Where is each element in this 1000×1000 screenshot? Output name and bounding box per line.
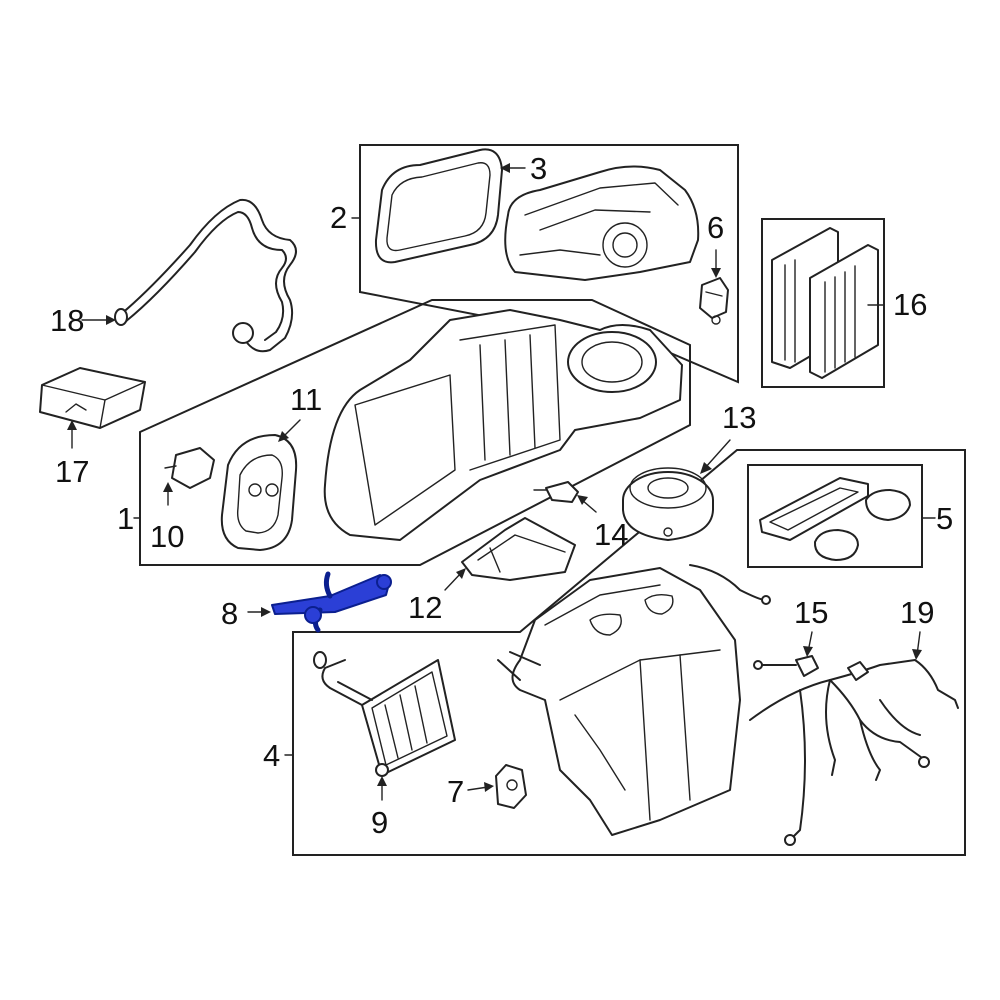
group-frame-5 (747, 464, 923, 568)
rear-housing-part-1[interactable] (323, 309, 683, 541)
callout-12: 12 (408, 590, 442, 625)
hose-part-18[interactable] (114, 198, 297, 353)
heater-core-part-9[interactable] (313, 651, 456, 777)
group-frame-2 (359, 144, 739, 384)
filters-part-16[interactable] (771, 227, 879, 379)
gaskets-part-5[interactable] (759, 477, 911, 561)
callout-9: 9 (371, 805, 388, 840)
callout-19: 19 (900, 595, 934, 630)
gasket-part-3[interactable] (374, 148, 503, 264)
blower-motor-part-13[interactable] (622, 467, 714, 541)
callout-labels: 1 2 3 4 5 6 7 8 9 10 11 12 13 14 15 16 1… (50, 151, 953, 840)
group-frame-4 (292, 449, 966, 856)
sensor-part-14[interactable] (533, 481, 579, 503)
upper-housing-part-2[interactable] (504, 165, 700, 281)
wiring-harness-part-19[interactable] (689, 564, 959, 846)
group-frame-16 (761, 218, 885, 388)
seal-part-11[interactable] (220, 434, 298, 551)
duct-part-12[interactable] (461, 517, 576, 581)
callout-10: 10 (150, 519, 184, 554)
callout-11: 11 (290, 382, 322, 417)
callout-13: 13 (722, 400, 756, 435)
callout-15: 15 (794, 595, 828, 630)
leader-lines (67, 163, 936, 801)
callout-6: 6 (707, 210, 724, 245)
heater-tube-part-8[interactable] (271, 571, 392, 633)
connector-part-15[interactable] (753, 655, 819, 677)
callout-5: 5 (936, 501, 953, 536)
callout-8: 8 (221, 596, 238, 631)
callout-4: 4 (263, 738, 280, 773)
group-frame-1 (139, 299, 691, 566)
main-housing-part-4[interactable] (497, 567, 741, 836)
actuator-part-7[interactable] (495, 764, 527, 809)
callout-3: 3 (530, 151, 547, 186)
callout-7: 7 (447, 774, 464, 809)
callout-2: 2 (330, 200, 347, 235)
callout-1: 1 (117, 501, 134, 536)
callout-17: 17 (55, 454, 89, 489)
actuator-part-6[interactable] (699, 277, 729, 325)
callout-14: 14 (594, 517, 628, 552)
callout-18: 18 (50, 303, 84, 338)
module-part-17[interactable] (39, 367, 146, 429)
callout-16: 16 (893, 287, 927, 322)
sensor-part-10[interactable] (164, 447, 215, 489)
